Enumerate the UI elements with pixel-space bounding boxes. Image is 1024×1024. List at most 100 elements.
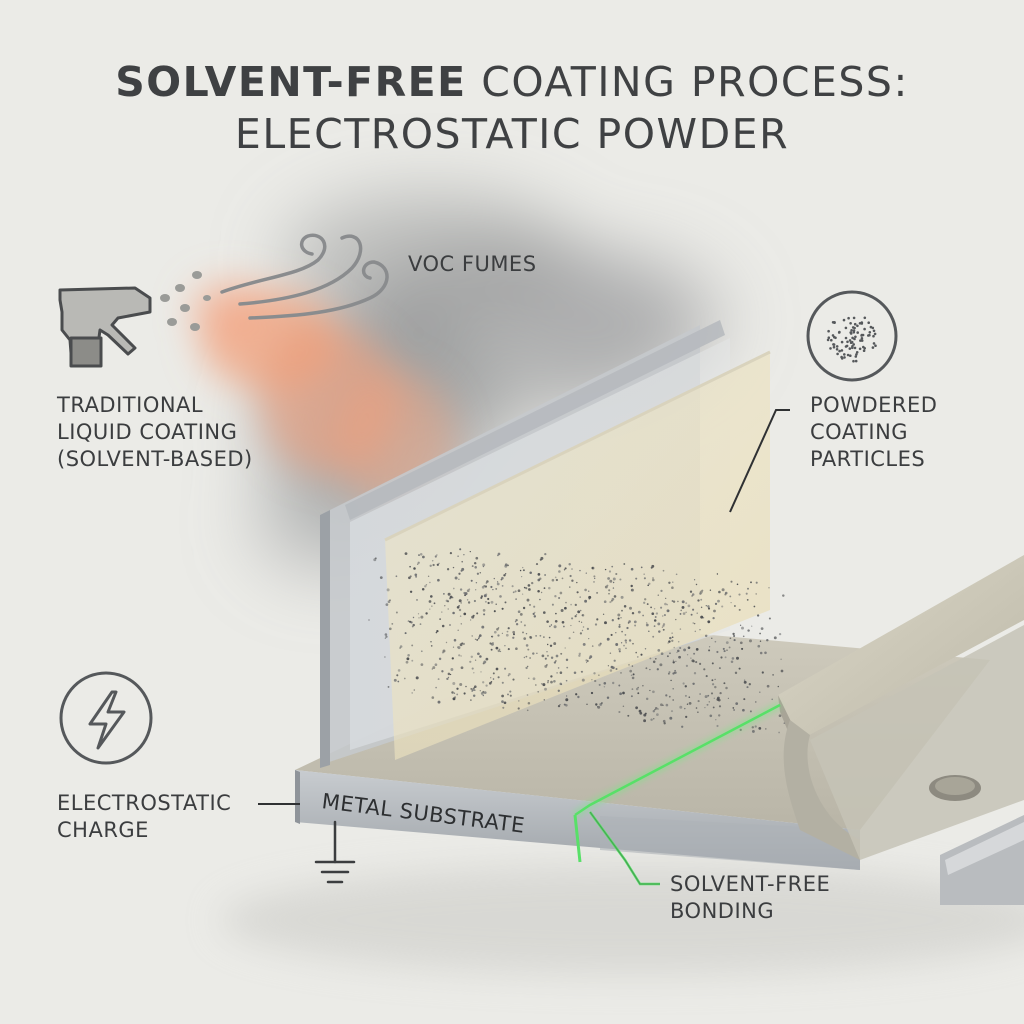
powder-particle [671, 632, 673, 634]
powder-particle [553, 642, 557, 646]
icon-particle [853, 322, 857, 326]
powder-particle [588, 637, 590, 640]
powder-particle [368, 619, 370, 621]
powder-particle [695, 583, 698, 586]
powder-particle [577, 695, 580, 699]
powder-particle [555, 578, 559, 582]
leader-lines [258, 409, 790, 805]
powder-particle [782, 594, 785, 597]
powder-particle [499, 595, 502, 598]
icon-particle [854, 359, 858, 363]
powder-particle [630, 584, 633, 588]
powder-particle [738, 608, 741, 611]
powder-particle [458, 604, 460, 607]
powder-particle [471, 688, 475, 691]
leader-powdered [729, 409, 790, 513]
powder-particle [700, 598, 703, 601]
powder-particle [483, 585, 486, 587]
powder-particle [694, 630, 697, 633]
powder-particle [497, 552, 501, 556]
powder-particle [501, 632, 504, 634]
powder-particle [723, 682, 726, 685]
powder-particle [515, 618, 518, 622]
powder-particle [751, 726, 755, 729]
powder-particle [674, 669, 676, 672]
powder-particle [688, 702, 692, 705]
powder-particle [746, 599, 749, 601]
powder-particle [481, 625, 485, 629]
powder-particle [525, 655, 528, 658]
powder-particle [544, 552, 547, 556]
powder-particle [469, 660, 472, 663]
powder-particle [676, 651, 678, 654]
powder-particle [749, 710, 752, 713]
powder-particle [707, 620, 711, 624]
powder-particle [484, 600, 487, 603]
spray-bottle-icon [58, 271, 211, 368]
powder-particle [534, 684, 537, 686]
powder-particle [755, 593, 757, 595]
powder-particle [449, 595, 453, 599]
powder-particle [471, 635, 473, 637]
powder-particle [777, 685, 780, 688]
icon-particle [873, 332, 877, 336]
powder-particle [543, 699, 546, 701]
powder-particle [618, 650, 621, 653]
traditional-line-3: (SOLVENT-BASED) [57, 447, 253, 471]
powder-particle [733, 709, 735, 711]
powder-particle [599, 642, 602, 645]
powder-particle [593, 672, 596, 675]
powder-particle [713, 609, 716, 613]
powder-particle [503, 574, 506, 577]
powder-particle [509, 690, 512, 693]
powder-particle [609, 601, 612, 604]
powder-particles-icon [806, 290, 898, 382]
powder-particle [490, 677, 492, 679]
icon-particle [851, 336, 854, 340]
powder-particle [553, 625, 557, 629]
powder-particle [507, 648, 510, 651]
powder-particle [563, 625, 565, 628]
powder-particle [449, 673, 452, 676]
powder-particle [579, 596, 582, 598]
powder-particle [635, 687, 639, 691]
powder-particle [422, 555, 425, 559]
powder-particle [570, 603, 572, 606]
icon-particle [872, 342, 876, 345]
icon-particle [853, 346, 857, 350]
powder-particle [473, 672, 475, 674]
powder-particle [424, 585, 427, 588]
powder-particle [537, 590, 540, 593]
powder-particle [407, 620, 410, 622]
powder-particle [734, 671, 738, 675]
powdered-line-1: POWDERED [810, 393, 938, 417]
powder-particle [574, 615, 577, 618]
powdered-line-2: COATING [810, 420, 909, 444]
powder-particle [709, 589, 712, 591]
powder-particle [598, 674, 600, 676]
powder-particle [560, 652, 563, 655]
powder-particle [534, 611, 536, 614]
powder-particle [477, 637, 480, 640]
powder-particle [486, 580, 489, 583]
powder-particle [593, 575, 596, 578]
powder-particle [626, 626, 629, 630]
powder-particle [512, 591, 515, 594]
powder-particle [682, 612, 686, 615]
powder-particle [587, 590, 590, 592]
icon-particle [854, 355, 858, 358]
powder-particle [743, 679, 746, 681]
powder-particle [539, 634, 542, 637]
powder-particle [710, 692, 714, 695]
powder-particle [429, 564, 432, 567]
powder-particle [408, 576, 411, 580]
powder-particle [461, 567, 465, 571]
powder-particle [602, 613, 605, 615]
powder-particle [586, 703, 588, 706]
powder-particle [620, 672, 622, 674]
powder-particle [684, 707, 686, 710]
powder-particle [560, 683, 563, 686]
powder-particle [652, 710, 655, 713]
powder-particle [765, 728, 767, 730]
